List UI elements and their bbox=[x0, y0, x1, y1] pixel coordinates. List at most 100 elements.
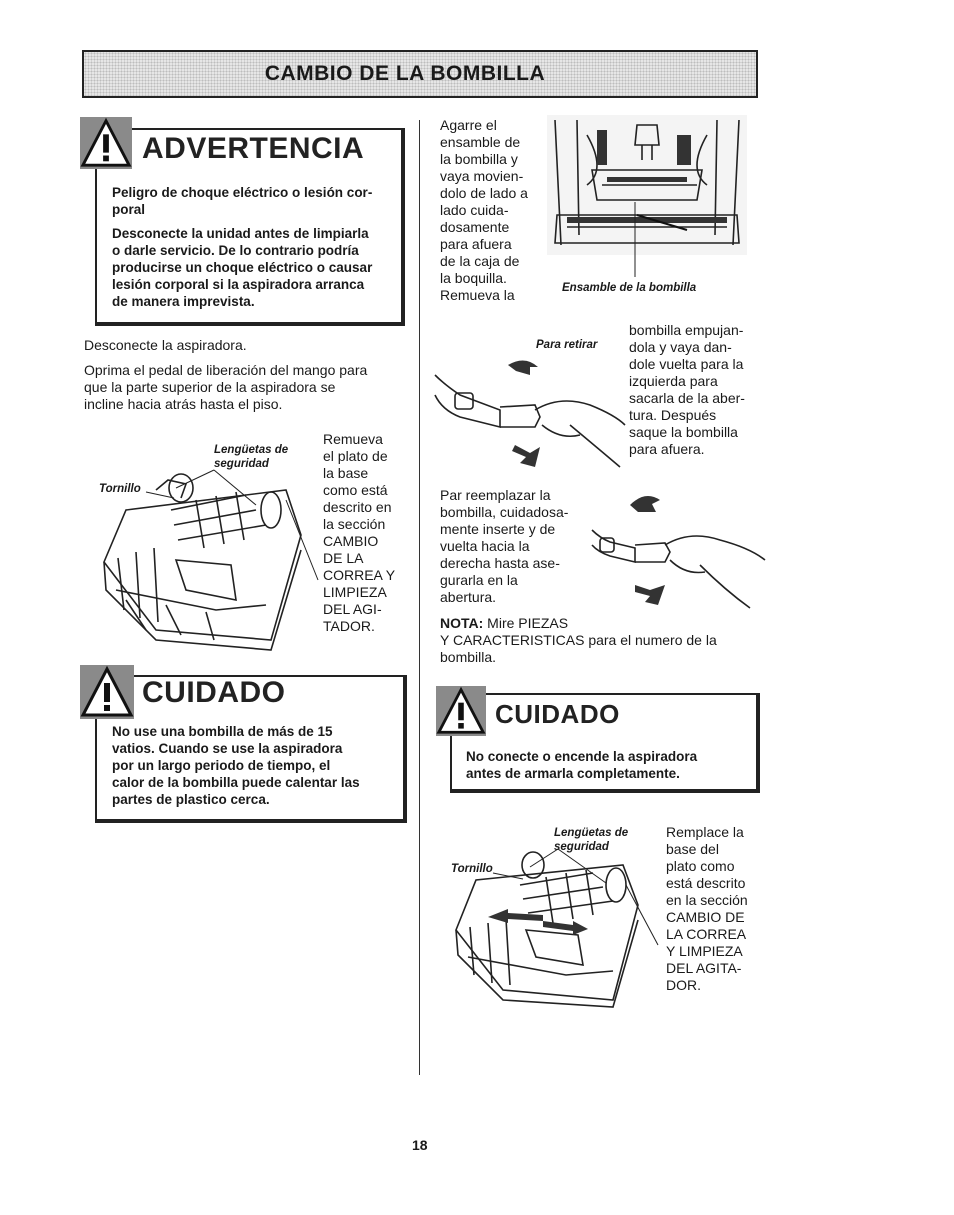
figure-label-screw-2: Tornillo bbox=[451, 863, 493, 875]
label-line: seguridad bbox=[554, 841, 609, 853]
text-line: Y LIMPIEZA bbox=[666, 943, 743, 959]
remove-bulb-illustration bbox=[430, 355, 630, 485]
text-line: DEL AGI- bbox=[323, 601, 382, 617]
warning-line: poral bbox=[112, 202, 146, 217]
text-line: Y CARACTERISTICAS para el numero de la bbox=[440, 632, 717, 648]
caution-body-left: No use una bombilla de más de 15 vatios.… bbox=[112, 723, 402, 808]
caution-body-right: No conecte o encende la aspiradora antes… bbox=[466, 748, 751, 782]
warning-line: o darle servicio. De lo contrario podría bbox=[112, 243, 359, 258]
text-line: como está bbox=[323, 482, 388, 498]
text-line: que la parte superior de la aspiradora s… bbox=[84, 379, 336, 395]
text-line: Par reemplazar la bbox=[440, 487, 551, 503]
note-text: NOTA: Mire PIEZAS Y CARACTERISTICAS para… bbox=[440, 615, 717, 666]
text-line: CORREA Y bbox=[323, 567, 396, 583]
text-line: LA CORREA bbox=[666, 926, 747, 942]
text-line: Remplace la bbox=[666, 824, 744, 840]
text-line: CAMBIO bbox=[323, 533, 379, 549]
text-line: en la sección bbox=[666, 892, 748, 908]
caution-heading-right: CUIDADO bbox=[495, 699, 620, 729]
text-line: vaya movien- bbox=[440, 168, 524, 184]
title-banner: CAMBIO DE LA BOMBILLA bbox=[82, 50, 758, 98]
page-number: 18 bbox=[412, 1137, 428, 1153]
text-line: dolo de lado a bbox=[440, 185, 528, 201]
text-line: sacarla de la aber- bbox=[629, 390, 745, 406]
caption-to-remove: Para retirar bbox=[536, 339, 598, 351]
text-line: plato como bbox=[666, 858, 735, 874]
text-line: antes de armarla completamente. bbox=[466, 766, 680, 781]
warning-line: Desconecte la unidad antes de limpiarla bbox=[112, 226, 369, 241]
text-line: gurarla en la bbox=[440, 572, 518, 588]
text-line: TADOR. bbox=[323, 618, 375, 634]
warning-triangle-icon bbox=[80, 665, 134, 724]
text-line: incline hacia atrás hasta el piso. bbox=[84, 396, 283, 412]
text-line: está descrito bbox=[666, 875, 746, 891]
column-divider bbox=[419, 120, 420, 1075]
figure-label-screw: Tornillo bbox=[99, 483, 141, 495]
text-line: vatios. Cuando se use la aspiradora bbox=[112, 741, 343, 756]
figure-label-tabs-2: Lengüetas de seguridad bbox=[554, 826, 628, 854]
note-label: NOTA: bbox=[440, 615, 484, 631]
bulb-assembly-illustration bbox=[547, 115, 747, 285]
text-line: DOR. bbox=[666, 977, 701, 993]
text-line: DE LA bbox=[323, 550, 364, 566]
text-line: bombilla, cuidadosa- bbox=[440, 504, 569, 520]
warning-line: lesión corporal si la aspiradora arranca bbox=[112, 277, 365, 292]
base-plate-illustration-2 bbox=[448, 835, 663, 1015]
text-line: el plato de bbox=[323, 448, 388, 464]
text-line: No use una bombilla de más de 15 bbox=[112, 724, 333, 739]
warning-box bbox=[95, 128, 405, 326]
text-line: bombilla. bbox=[440, 649, 497, 665]
text-line: LIMPIEZA bbox=[323, 584, 387, 600]
text-line: la bombilla y bbox=[440, 151, 518, 167]
text-line: por un largo periodo de tiempo, el bbox=[112, 758, 331, 773]
remove-plate-text: Remueva el plato de la base como está de… bbox=[323, 431, 395, 635]
insert-bulb-illustration bbox=[590, 490, 770, 625]
text-line: dosamente bbox=[440, 219, 510, 235]
text-line: DEL AGITA- bbox=[666, 960, 742, 976]
text-line: saque la bombilla bbox=[629, 424, 738, 440]
text-line: para afuera. bbox=[629, 441, 705, 457]
text-line: Remueva la bbox=[440, 287, 515, 303]
caption-bulb-assembly: Ensamble de la bombilla bbox=[562, 282, 697, 294]
text-line: tura. Después bbox=[629, 407, 717, 423]
text-line: calor de la bombilla puede calentar las bbox=[112, 775, 360, 790]
text-line: No conecte o encende la aspiradora bbox=[466, 749, 698, 764]
caution-box-left bbox=[95, 675, 407, 823]
text-line: Oprima el pedal de liberación del mango … bbox=[84, 362, 368, 378]
text-line: Remueva bbox=[323, 431, 383, 447]
warning-body: Peligro de choque eléctrico o lesión cor… bbox=[112, 184, 397, 317]
text-line: descrito en bbox=[323, 499, 392, 515]
warning-heading: ADVERTENCIA bbox=[142, 132, 365, 165]
figure-label-tabs: Lengüetas de seguridad bbox=[214, 443, 288, 471]
text-line: abertura. bbox=[440, 589, 497, 605]
replace-bulb-text: Par reemplazar la bombilla, cuidadosa- m… bbox=[440, 487, 568, 606]
warning-line: de manera imprevista. bbox=[112, 294, 255, 309]
remove-bulb-text: bombilla empujan- dola y vaya dan- dole … bbox=[629, 322, 745, 458]
page-title: CAMBIO DE LA BOMBILLA bbox=[264, 62, 546, 85]
base-plate-illustration-1 bbox=[96, 440, 321, 660]
text-line: ensamble de bbox=[440, 134, 521, 150]
step-tilt: Oprima el pedal de liberación del mango … bbox=[84, 362, 367, 413]
text-line: la base bbox=[323, 465, 369, 481]
text-line: CAMBIO DE bbox=[666, 909, 745, 925]
replace-plate-text: Remplace la base del plato como está des… bbox=[666, 824, 748, 994]
text-line: mente inserte y de bbox=[440, 521, 556, 537]
warning-line: Peligro de choque eléctrico o lesión cor… bbox=[112, 185, 373, 200]
text-line: vuelta hacia la bbox=[440, 538, 530, 554]
label-line: seguridad bbox=[214, 458, 269, 470]
text-line: partes de plastico cerca. bbox=[112, 792, 270, 807]
text-line: izquierda para bbox=[629, 373, 718, 389]
text-line: de la caja de bbox=[440, 253, 520, 269]
text-line: lado cuida- bbox=[440, 202, 509, 218]
text-line: base del bbox=[666, 841, 719, 857]
text-line: la sección bbox=[323, 516, 386, 532]
text-line: Agarre el bbox=[440, 117, 497, 133]
label-line: Lengüetas de bbox=[214, 444, 289, 456]
step-disconnect: Desconecte la aspiradora. bbox=[84, 337, 247, 353]
caution-heading-left: CUIDADO bbox=[142, 676, 286, 709]
warning-line: producirse un choque eléctrico o causar bbox=[112, 260, 373, 275]
text-line: la boquilla. bbox=[440, 270, 507, 286]
text-line: dole vuelta para la bbox=[629, 356, 744, 372]
warning-triangle-icon bbox=[80, 117, 132, 174]
warning-triangle-icon bbox=[436, 686, 486, 741]
